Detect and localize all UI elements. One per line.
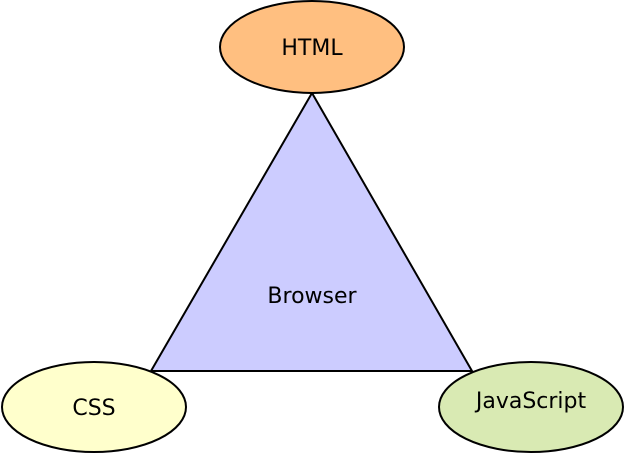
html-label: HTML [281,36,343,61]
browser-label: Browser [267,284,357,309]
css-label: CSS [72,396,115,421]
css-ellipse [1,361,187,453]
javascript-label: JavaScript [474,389,587,414]
browser-triangle [149,90,474,372]
html-ellipse [219,0,405,94]
javascript-ellipse [438,361,624,453]
